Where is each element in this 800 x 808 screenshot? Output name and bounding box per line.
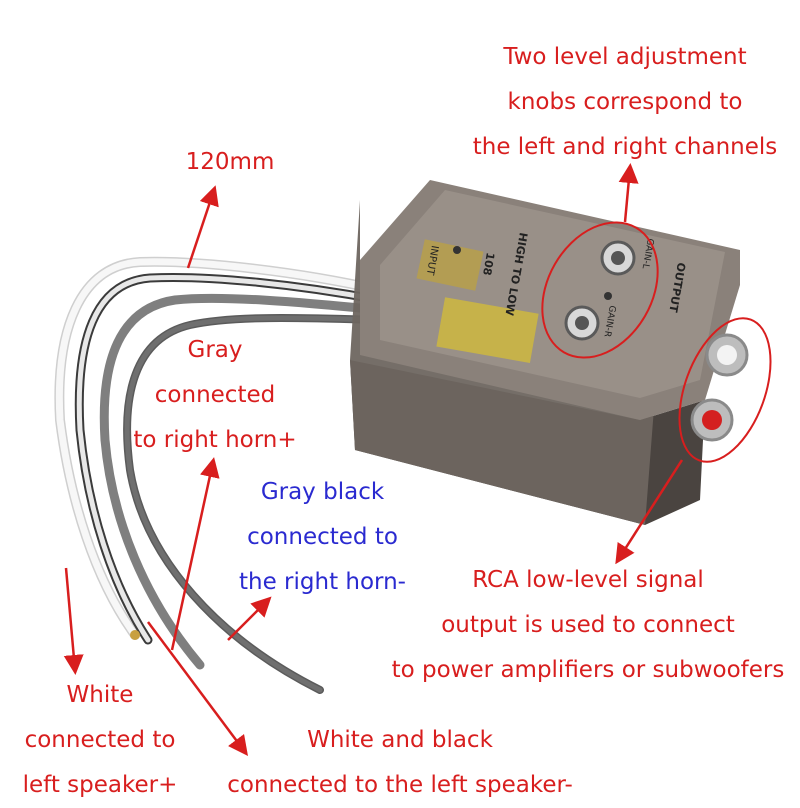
- gray-annotation-line1: Gray: [187, 337, 243, 363]
- arrow-120mm: [186, 185, 219, 269]
- length-annotation-text: 120mm: [185, 149, 275, 175]
- knobs-annotation-line1: Two level adjustment: [503, 44, 747, 70]
- gray-wire: [99, 293, 385, 670]
- rca-highlight-circle: [678, 317, 772, 463]
- white-annotation-line2: connected to: [24, 727, 176, 753]
- rca-jacks: [690, 333, 749, 442]
- gray-black-annotation-line1: Gray black: [260, 479, 385, 505]
- led-indicator: [604, 292, 612, 300]
- wire-bundle: [54, 256, 385, 694]
- white-black-annotation-line2: connected to the left speaker-: [227, 772, 573, 798]
- input-hole: [453, 246, 461, 254]
- gray-black-annotation-line3: the right horn-: [239, 569, 406, 595]
- knobs-annotation-line3: the left and right channels: [472, 134, 778, 160]
- arrow-white-black: [146, 621, 248, 757]
- converter-device: INPUT HIGH TO LOW 108 OUTPUT GAIN-L GAIN…: [350, 180, 749, 525]
- knobs-annotation: Two level adjustment knobs correspond to…: [455, 35, 795, 170]
- internal-yellow-component: [436, 297, 539, 363]
- gray-black-annotation: Gray black connected to the right horn-: [225, 470, 420, 605]
- internal-yellow-component-2: [416, 239, 484, 291]
- knobs-highlight-circle: [541, 221, 659, 359]
- gray-annotation: Gray connected to right horn+: [120, 328, 310, 463]
- annotation-arrows: [63, 163, 684, 757]
- input-label: INPUT: [424, 244, 440, 276]
- arrow-rca: [615, 459, 684, 565]
- arrow-gray-black: [227, 596, 272, 641]
- gray-black-wire-core: [124, 315, 383, 693]
- rca-jack-red-ring: [702, 410, 722, 430]
- rca-annotation-line2: output is used to connect: [441, 612, 735, 638]
- white-annotation-line1: White: [66, 682, 134, 708]
- gain-r-knob-center: [575, 316, 589, 330]
- white-annotation: White connected to left speaker+: [10, 673, 190, 808]
- white-black-annotation-line1: White and black: [307, 727, 493, 753]
- gray-annotation-line3: to right horn+: [133, 427, 297, 453]
- rca-annotation: RCA low-level signal output is used to c…: [378, 558, 798, 693]
- arrow-white: [63, 567, 84, 675]
- rca-annotation-line3: to power amplifiers or subwoofers: [391, 657, 785, 683]
- rca-annotation-line1: RCA low-level signal: [472, 567, 704, 593]
- white-wire-core: [55, 258, 384, 639]
- gray-annotation-line2: connected: [154, 382, 276, 408]
- white-black-wire-core: [76, 274, 383, 643]
- rca-jack-white-ring: [717, 345, 737, 365]
- knobs-annotation-line2: knobs correspond to: [507, 89, 743, 115]
- arrow-gray: [170, 457, 220, 651]
- gain-l-knob-center: [611, 251, 625, 265]
- white-wire-end: [130, 630, 140, 640]
- white-annotation-line3: left speaker+: [22, 772, 178, 798]
- model-text: 108: [480, 251, 497, 276]
- white-black-annotation: White and black connected to the left sp…: [215, 718, 585, 808]
- arrow-knobs: [618, 163, 639, 223]
- length-annotation: 120mm: [165, 140, 295, 185]
- gray-black-annotation-line2: connected to: [247, 524, 398, 550]
